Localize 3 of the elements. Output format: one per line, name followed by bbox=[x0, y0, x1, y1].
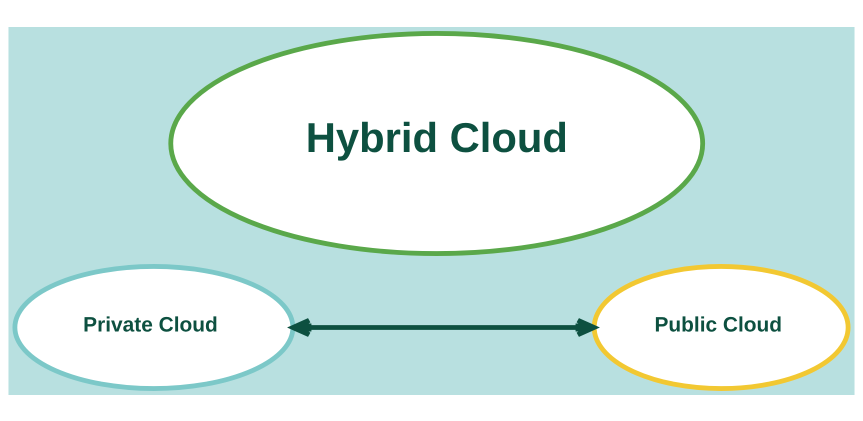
node-ellipse: Private Cloud bbox=[12, 264, 296, 390]
node-ellipse: Public Cloud bbox=[592, 264, 851, 390]
node-ellipse: Hybrid Cloud bbox=[168, 30, 706, 256]
